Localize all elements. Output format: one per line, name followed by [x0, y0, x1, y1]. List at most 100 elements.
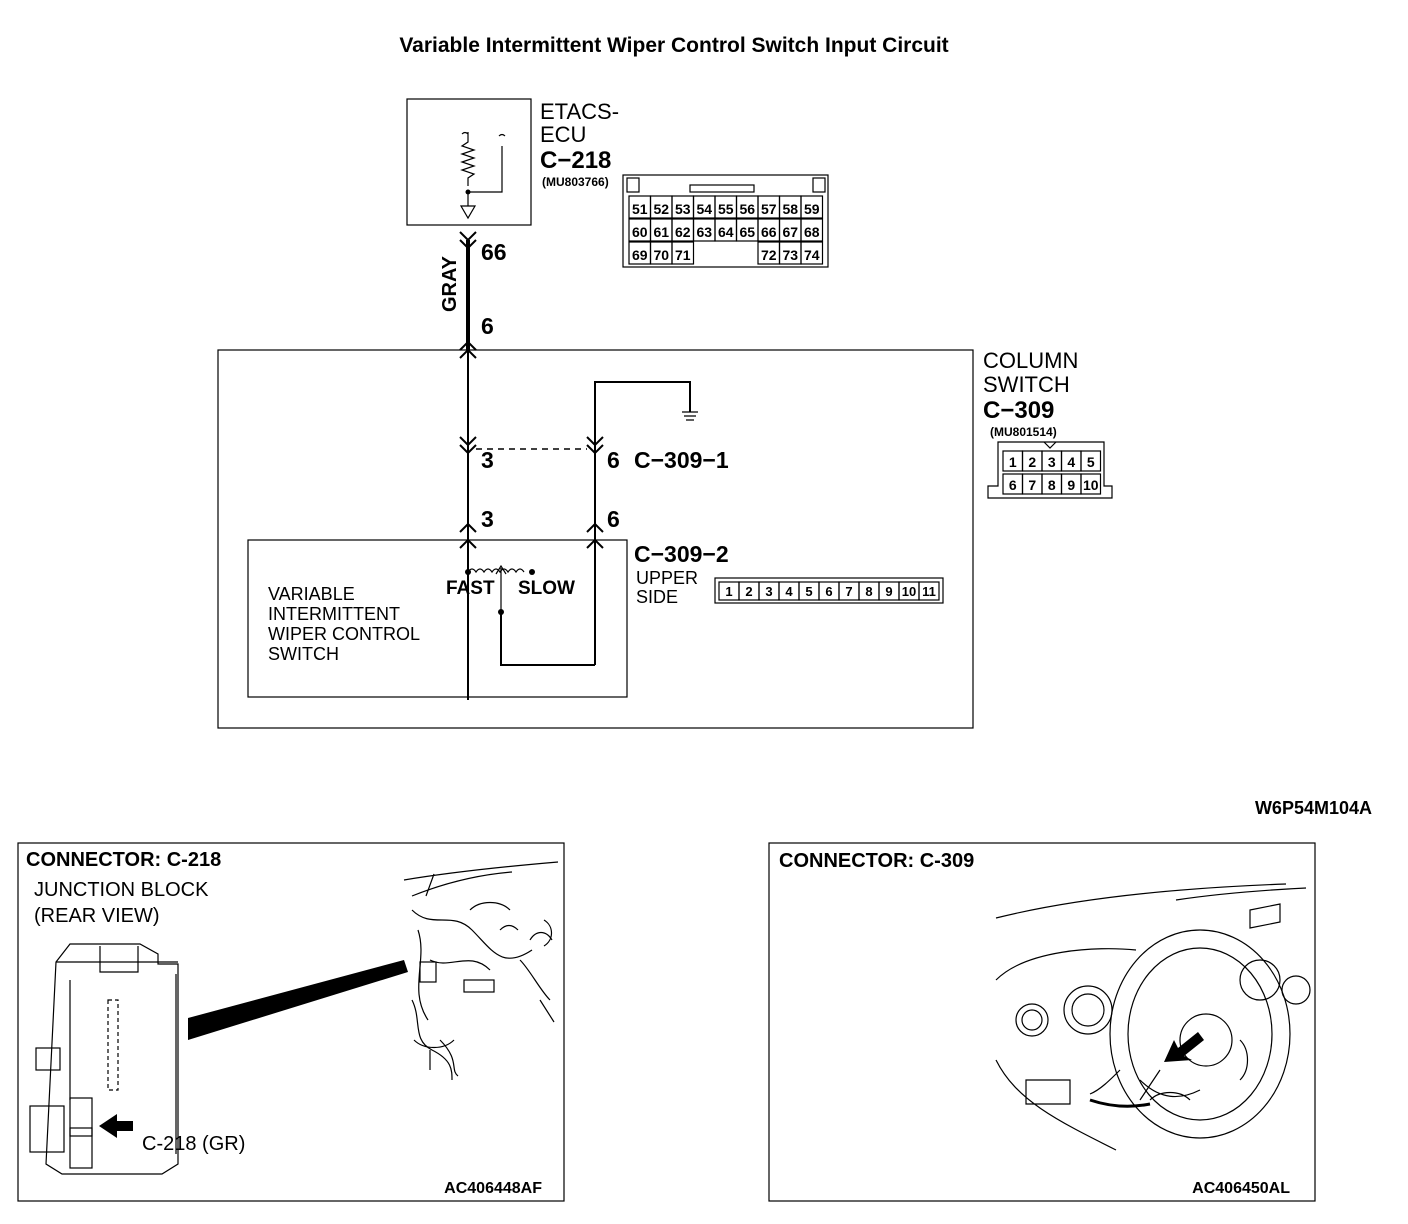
ecu-name-line1: ETACS- [540, 99, 619, 124]
figure-code: W6P54M104A [1255, 798, 1372, 818]
c309-pin-10-cell [1080, 473, 1102, 495]
ecu-pin-57: 57 [761, 201, 777, 217]
c3092-pin-3: 3 [765, 584, 772, 599]
ecu-pin-59: 59 [804, 201, 820, 217]
c309-pin-7: 7 [1028, 477, 1036, 493]
ecu-pin-74-cell [800, 241, 824, 265]
ecu-pin-53: 53 [675, 201, 691, 217]
switch-label-line4: SWITCH [268, 644, 339, 664]
connector-symbol-309-1-right [586, 436, 604, 455]
ecu-name-line2: ECU [540, 122, 586, 147]
ecu-part-number: (MU803766) [542, 175, 609, 189]
c3092-pin-5: 5 [805, 584, 812, 599]
c309-pin-9: 9 [1067, 477, 1075, 493]
ecu-pin-61: 61 [653, 224, 669, 240]
c309-2-pin-left: 3 [481, 506, 494, 532]
connector-c309-panel [768, 842, 1316, 1202]
c218-panel-line1: JUNCTION BLOCK [34, 879, 209, 901]
connector-symbol-66 [459, 231, 477, 250]
ground-icon [682, 411, 698, 421]
ecu-pin-72: 72 [761, 247, 777, 263]
ecu-pin-54: 54 [696, 201, 712, 217]
ecu-pin-56: 56 [739, 201, 755, 217]
diagram-title: Variable Intermittent Wiper Control Swit… [399, 34, 948, 57]
arrow-icon [99, 1114, 133, 1138]
column-switch-name-line2: SWITCH [983, 372, 1070, 397]
c3092-pin-9: 9 [885, 584, 892, 599]
steering-wheel-illustration [995, 883, 1311, 1151]
c309-pin-3: 3 [1048, 454, 1056, 470]
column-pin-6-label: 6 [481, 313, 494, 339]
connector-symbol-309-1-left [459, 436, 477, 455]
c309-pin-2: 2 [1028, 454, 1036, 470]
ecu-pin-55: 55 [718, 201, 734, 217]
variable-resistor-symbol [465, 564, 595, 666]
ecu-pin-69: 69 [632, 247, 648, 263]
ecu-pin-65: 65 [739, 224, 755, 240]
switch-slow-label: SLOW [518, 578, 575, 599]
arrow-icon [1164, 1032, 1204, 1062]
c3092-pin-7: 7 [845, 584, 852, 599]
ecu-pin-63: 63 [696, 224, 712, 240]
ecu-pin-73: 73 [782, 247, 798, 263]
c3092-pin-1: 1 [725, 584, 732, 599]
junction-block-illustration [29, 943, 179, 1175]
ecu-pin-number: 66 [481, 239, 507, 265]
ecu-pin-71-cell [671, 241, 695, 265]
ecu-pin-60: 60 [632, 224, 648, 240]
column-switch-connector-id: C−309 [983, 397, 1054, 424]
c309-panel-code: AC406450AL [1192, 1180, 1290, 1197]
c3092-pin-6: 6 [825, 584, 832, 599]
c309-2-label: C−309−2 [634, 541, 729, 567]
harness-wire [1089, 1098, 1151, 1108]
c309-2-upper-line2: SIDE [636, 587, 678, 607]
c309-1-pin-left: 3 [481, 447, 494, 473]
ecu-pin-70: 70 [653, 247, 669, 263]
ecu-connector-id: C−218 [540, 147, 611, 174]
ecu-pin-64: 64 [718, 224, 734, 240]
c309-pin-6: 6 [1009, 477, 1017, 493]
column-switch-name-line1: COLUMN [983, 348, 1078, 373]
switch-label-line1: VARIABLE [268, 584, 355, 604]
pointer-wedge [188, 960, 408, 1040]
wiper-switch-box [247, 539, 628, 698]
ecu-pin-68: 68 [804, 224, 820, 240]
c218-panel-line2: (REAR VIEW) [34, 905, 160, 927]
c3092-pin-11: 11 [922, 584, 936, 599]
c3092-pin-2: 2 [745, 584, 752, 599]
c309-1-pin-right: 6 [607, 447, 620, 473]
column-switch-box [217, 349, 974, 729]
c309-pin-1: 1 [1009, 454, 1017, 470]
ecu-pin-71: 71 [675, 247, 691, 263]
c3092-pin-8: 8 [865, 584, 872, 599]
c309-2-upper-line1: UPPER [636, 568, 698, 588]
c309-pin-10: 10 [1083, 477, 1099, 493]
c309-1-label: C−309−1 [634, 447, 729, 473]
pullup-resistor-symbol [459, 131, 506, 220]
c3092-pin-4: 4 [785, 584, 793, 599]
ecu-pin-51: 51 [632, 201, 648, 217]
c3092-pin-11-cell [918, 581, 940, 601]
ecu-pin-52: 52 [653, 201, 669, 217]
c309-pin-5-cell [1080, 450, 1102, 472]
c309-pin-5: 5 [1087, 454, 1095, 470]
ecu-box [406, 98, 532, 226]
c309-pin-4: 4 [1067, 454, 1075, 470]
dashboard-wiring-illustration [403, 861, 559, 1081]
c309-pin-8: 8 [1048, 477, 1056, 493]
switch-label-line3: WIPER CONTROL [268, 624, 420, 644]
wire-color-label: GRAY [439, 255, 461, 312]
c218-callout: C-218 (GR) [142, 1133, 245, 1155]
column-switch-part-number: (MU801514) [990, 425, 1057, 439]
ecu-pin-59-cell [800, 195, 824, 219]
c3092-pin-10: 10 [902, 584, 916, 599]
ecu-pin-68-cell [800, 218, 824, 242]
switch-label-line2: INTERMITTENT [268, 604, 400, 624]
ecu-pin-74: 74 [804, 247, 820, 263]
c309-2-pin-right: 6 [607, 506, 620, 532]
connector-c218-panel [17, 842, 565, 1202]
